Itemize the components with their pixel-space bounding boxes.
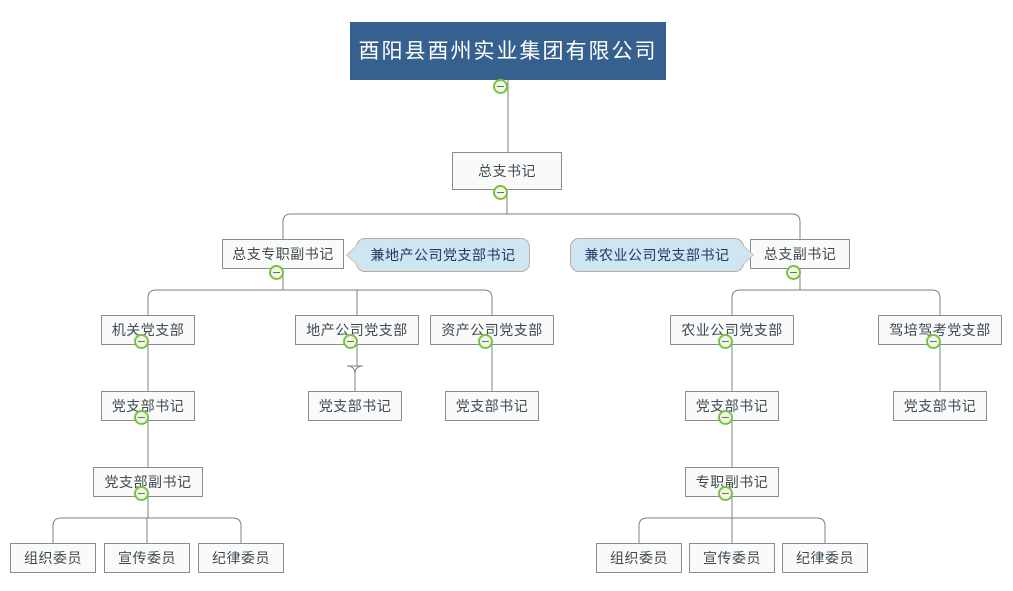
org-node-root[interactable]: 酉阳县酉州实业集团有限公司 (350, 22, 666, 80)
org-node-label: 总支书记 (478, 163, 536, 179)
collapse-toggle-dzbsj1[interactable] (134, 410, 149, 425)
org-node-dzbsj5[interactable]: 党支部书记 (893, 391, 987, 421)
org-node-xcwy_r[interactable]: 宣传委员 (689, 543, 775, 573)
org-node-label: 纪律委员 (212, 550, 270, 566)
org-node-label: 专职副书记 (695, 474, 769, 490)
org-node-label: 党支部副书记 (104, 474, 192, 490)
connector-line (731, 289, 941, 315)
org-node-label: 总支副书记 (763, 246, 837, 262)
org-node-label: 酉阳县酉州实业集团有限公司 (358, 39, 658, 63)
org-node-label: 党支部书记 (455, 398, 529, 414)
org-node-label: 资产公司党支部 (441, 322, 543, 338)
collapse-toggle-root[interactable] (493, 79, 508, 94)
org-node-zzwy_r[interactable]: 组织委员 (596, 543, 682, 573)
org-node-zzsj[interactable]: 总支书记 (452, 152, 562, 190)
connector-line (282, 213, 801, 239)
org-node-jnygs[interactable]: 兼农业公司党支部书记 (570, 238, 753, 272)
org-node-label: 驾培驾考党支部 (889, 322, 991, 338)
collapse-toggle-dzbfsj[interactable] (134, 486, 149, 501)
collapse-toggle-jpjkdzb[interactable] (926, 334, 941, 349)
org-node-nygsdzb[interactable]: 农业公司党支部 (670, 315, 794, 345)
org-node-label: 党支部书记 (903, 398, 977, 414)
org-node-jlwy_l[interactable]: 纪律委员 (198, 543, 284, 573)
connector-line (147, 289, 493, 315)
org-node-label: 机关党支部 (111, 322, 185, 338)
org-node-label: 组织委员 (24, 550, 82, 566)
collapse-toggle-zzsj[interactable] (493, 185, 508, 200)
callout-pointer (743, 246, 753, 264)
collapse-toggle-dcgsdzb[interactable] (343, 334, 358, 349)
org-node-label: 农业公司党支部 (681, 322, 783, 338)
org-node-jlwy_r[interactable]: 纪律委员 (782, 543, 868, 573)
org-node-label: 党支部书记 (111, 398, 185, 414)
collapse-toggle-dzbsj4[interactable] (718, 410, 733, 425)
collapse-toggle-nygsdzb[interactable] (718, 334, 733, 349)
org-node-jdcgs[interactable]: 兼地产公司党支部书记 (347, 238, 530, 272)
org-node-zzwy_l[interactable]: 组织委员 (10, 543, 96, 573)
org-node-label: 组织委员 (610, 550, 668, 566)
org-node-label: 兼农业公司党支部书记 (584, 247, 730, 263)
org-node-label: 总支专职副书记 (232, 246, 334, 262)
org-node-zzfsj[interactable]: 总支副书记 (750, 239, 850, 269)
collapse-toggle-zzzzfsj[interactable] (269, 265, 284, 280)
org-node-label: 地产公司党支部 (306, 322, 408, 338)
org-node-dzbsj2[interactable]: 党支部书记 (308, 391, 402, 421)
collapse-toggle-zzfsj[interactable] (786, 265, 801, 280)
org-node-dzbsj3[interactable]: 党支部书记 (445, 391, 539, 421)
callout-pointer (347, 246, 357, 264)
org-node-label: 纪律委员 (796, 550, 854, 566)
org-node-label: 党支部书记 (318, 398, 392, 414)
org-node-label: 宣传委员 (118, 550, 176, 566)
org-node-zzzzfsj[interactable]: 总支专职副书记 (222, 239, 344, 269)
connector-line (346, 365, 364, 391)
collapse-toggle-jgdzb[interactable] (134, 334, 149, 349)
org-node-label: 兼地产公司党支部书记 (370, 247, 516, 263)
org-node-dzbfsj[interactable]: 党支部副书记 (93, 467, 203, 497)
org-node-label: 党支部书记 (695, 398, 769, 414)
collapse-toggle-zzfsj2[interactable] (718, 486, 733, 501)
org-node-xcwy_l[interactable]: 宣传委员 (104, 543, 190, 573)
org-node-label: 宣传委员 (703, 550, 761, 566)
collapse-toggle-zcgsdzb[interactable] (478, 334, 493, 349)
org-node-jgdzb[interactable]: 机关党支部 (101, 315, 195, 345)
org-node-dcgsdzb[interactable]: 地产公司党支部 (295, 315, 419, 345)
